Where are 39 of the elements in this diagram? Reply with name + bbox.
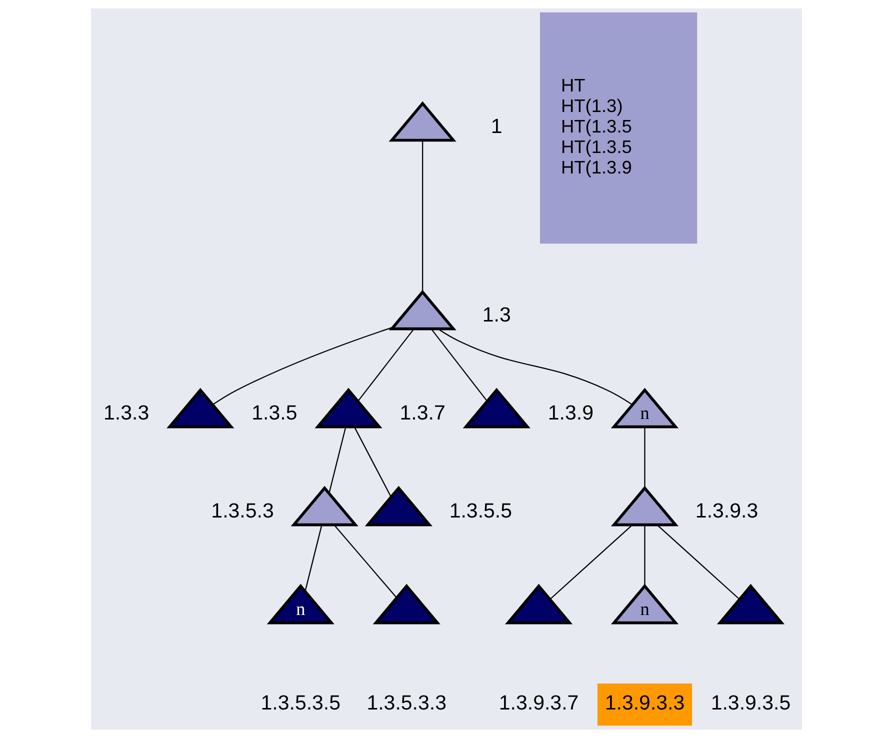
node-triangle — [290, 486, 358, 526]
node-label: 1.3.5.3.5 — [260, 692, 341, 715]
node-triangle — [462, 388, 530, 428]
node-label: 1.3.7 — [400, 402, 446, 425]
connector — [304, 524, 322, 592]
node-box: HT HT(1.3) HT(1.3.5 HT(1.3.5 HT(1.3.9 — [540, 12, 698, 244]
connector — [438, 328, 633, 406]
node-triangle — [166, 388, 234, 428]
node-triangle — [364, 486, 432, 526]
node-label: 1.3.9.3.7 — [498, 692, 579, 715]
node-label: 1.3.5 — [252, 402, 298, 425]
connector — [328, 426, 346, 494]
connector — [422, 140, 424, 292]
connector — [358, 328, 414, 402]
connector — [644, 427, 646, 488]
node-label: 1.3.9.3 — [695, 500, 758, 523]
node-triangle — [388, 290, 456, 330]
node-triangle — [388, 101, 456, 142]
node-triangle — [504, 584, 573, 624]
node-triangle — [610, 486, 679, 526]
connector — [550, 524, 633, 600]
node-label: 1 — [490, 115, 502, 138]
connector — [430, 328, 488, 402]
node-triangle — [372, 584, 440, 624]
node-label: 1.3.5.3.3 — [366, 692, 447, 715]
node-label: 1.3.9 — [548, 402, 594, 425]
connector — [644, 525, 646, 586]
connector — [354, 426, 392, 498]
node-label: 1.3.5.3 — [211, 500, 274, 523]
node-label: 1.3 — [482, 304, 511, 327]
connector — [212, 326, 394, 406]
node-triangle — [716, 584, 785, 624]
connector — [656, 524, 740, 600]
node-label: 1.3.9.3.5 — [710, 692, 791, 715]
node-label: 1.3.3 — [104, 402, 150, 425]
node-label: 1.3.9.3.3 — [604, 692, 685, 715]
node-triangle — [314, 388, 382, 428]
connector — [334, 524, 398, 598]
node-label: 1.3.5.5 — [449, 500, 512, 523]
